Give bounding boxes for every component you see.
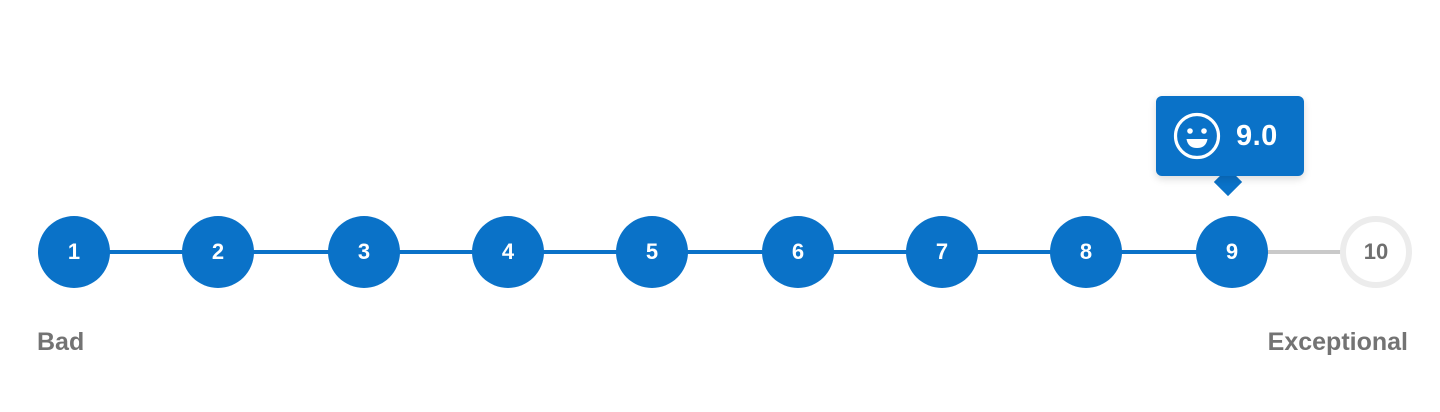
tooltip-value: 9.0 — [1236, 119, 1278, 152]
rating-step-9[interactable]: 9 — [1196, 216, 1268, 288]
rating-step-1[interactable]: 1 — [38, 216, 110, 288]
rating-step-2[interactable]: 2 — [182, 216, 254, 288]
scale-min-label: Bad — [37, 328, 85, 356]
rating-step-4[interactable]: 4 — [472, 216, 544, 288]
rating-step-8[interactable]: 8 — [1050, 216, 1122, 288]
smiley-face-icon — [1173, 112, 1221, 160]
rating-step-5[interactable]: 5 — [616, 216, 688, 288]
track-empty — [1232, 250, 1376, 254]
rating-step-10[interactable]: 10 — [1340, 216, 1412, 288]
scale-max-label: Exceptional — [1267, 328, 1408, 356]
rating-step-7[interactable]: 7 — [906, 216, 978, 288]
rating-tooltip: 9.0 — [1156, 96, 1304, 176]
rating-step-6[interactable]: 6 — [762, 216, 834, 288]
rating-step-3[interactable]: 3 — [328, 216, 400, 288]
